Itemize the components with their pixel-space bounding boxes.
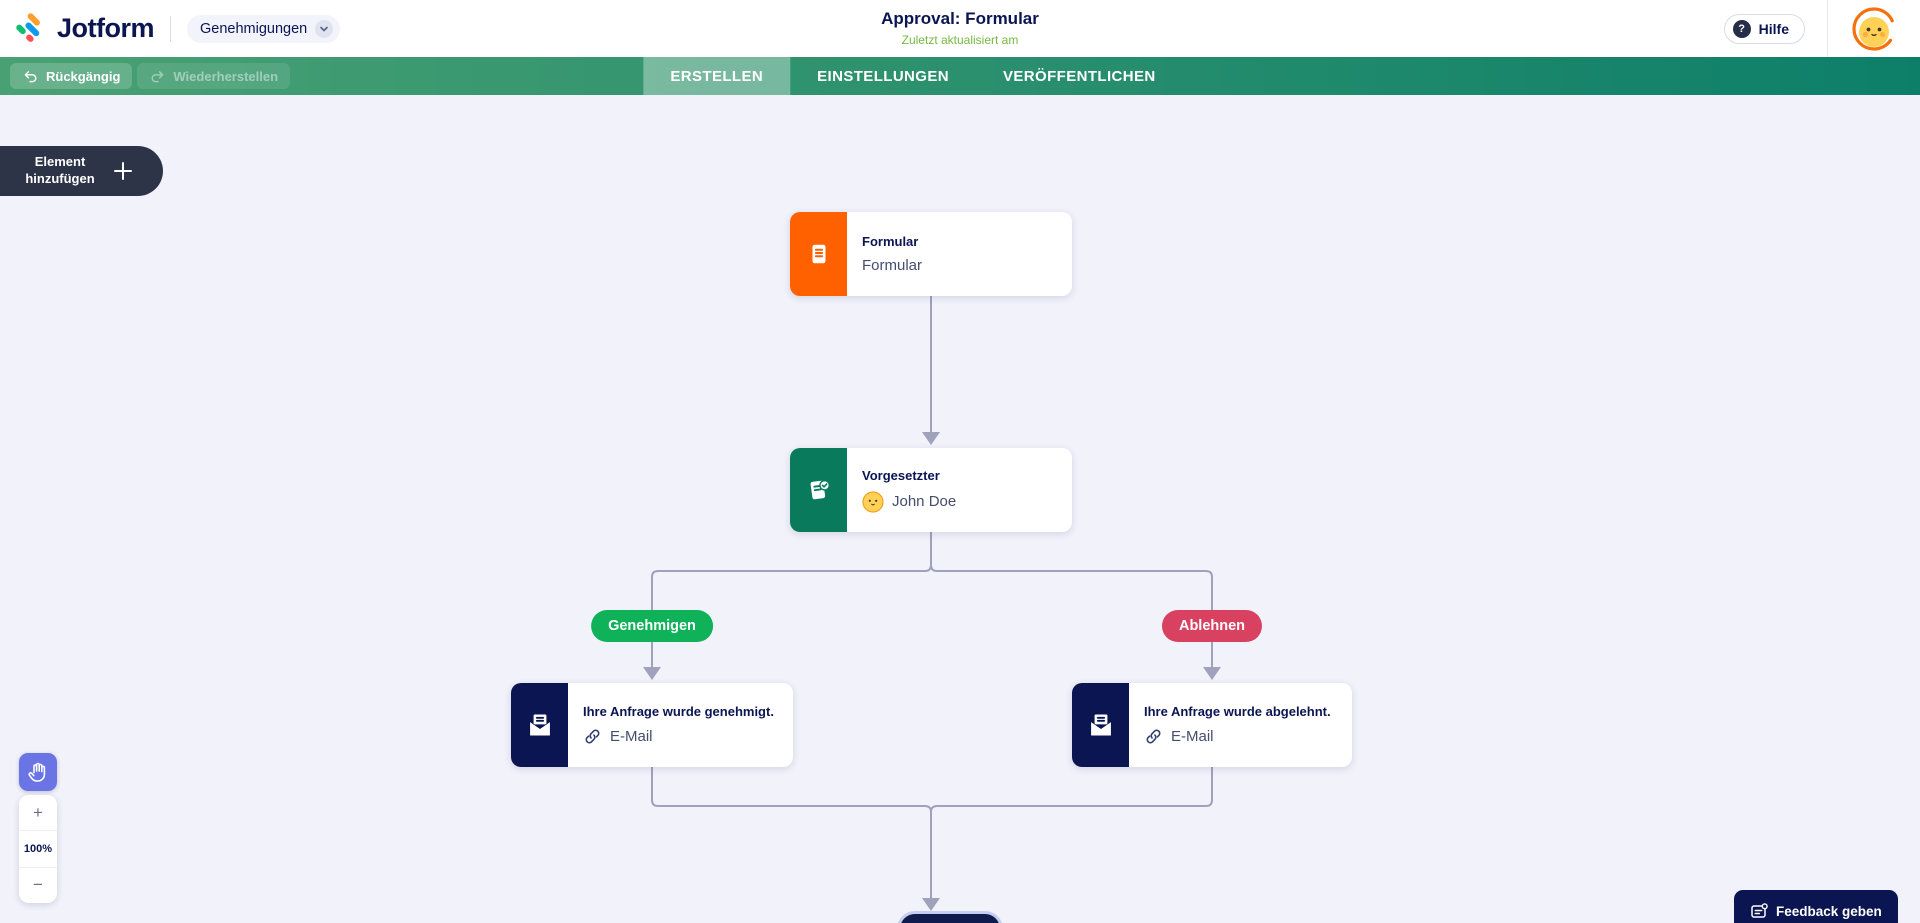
node-title: Ihre Anfrage wurde genehmigt. [583, 704, 774, 719]
form-document-icon [790, 212, 847, 296]
workspace-dropdown[interactable]: Genehmigungen [187, 14, 341, 43]
redo-button-label: Wiederherstellen [173, 68, 279, 84]
last-updated-text: Zuletzt aktualisiert am [901, 33, 1019, 47]
plus-icon [112, 160, 134, 182]
help-button[interactable]: ? Hilfe [1723, 13, 1805, 44]
node-title: Vorgesetzter [862, 467, 940, 483]
app-header: Jotform Genehmigungen Approval: Formular… [0, 0, 1920, 57]
undo-button-label: Rückgängig [46, 68, 121, 84]
node-title: Formular [862, 234, 919, 249]
zoom-in-button[interactable]: + [19, 795, 57, 831]
page-title: Approval: Formular [881, 9, 1039, 28]
builder-tabs: ERSTELLEN EINSTELLUNGEN VERÖFFENTLICHEN [643, 57, 1182, 95]
user-avatar-icon [1852, 6, 1896, 51]
branch-ablehnen[interactable]: Ablehnen [1161, 610, 1263, 642]
brand-wordmark: Jotform [57, 13, 155, 43]
chevron-down-icon [315, 19, 334, 38]
workflow-canvas[interactable]: Element hinzufügen Formular Formular [0, 95, 1920, 923]
end-node-body [900, 914, 1000, 923]
node-subtitle: E-Mail [610, 728, 653, 745]
envelope-icon [511, 683, 568, 767]
link-icon [1146, 729, 1161, 744]
header-right-divider [1827, 0, 1828, 57]
redo-button[interactable]: Wiederherstellen [137, 63, 291, 89]
add-element-button[interactable]: Element hinzufügen [0, 146, 163, 196]
undo-arrow-icon [24, 70, 37, 82]
question-mark-icon: ? [1732, 19, 1751, 38]
header-divider [170, 15, 171, 42]
feedback-form-icon [1751, 903, 1768, 918]
node-title: Ihre Anfrage wurde abgelehnt. [1144, 704, 1331, 719]
user-avatar[interactable] [1828, 6, 1920, 51]
tab-veroeffentlichen[interactable]: VERÖFFENTLICHEN [976, 57, 1183, 95]
flow-node-end-partial[interactable] [897, 911, 1003, 923]
flow-node-formular[interactable]: Formular Formular [790, 212, 1072, 296]
approver-avatar-icon [862, 490, 884, 513]
flow-node-email-abgelehnt[interactable]: Ihre Anfrage wurde abgelehnt. E-Mail [1072, 683, 1352, 767]
approval-document-icon [790, 448, 847, 532]
pan-tool-button[interactable] [19, 753, 57, 791]
link-icon [585, 729, 600, 744]
feedback-button-label: Feedback geben [1776, 903, 1882, 919]
envelope-icon [1072, 683, 1129, 767]
jotform-logo-icon [16, 12, 48, 45]
approver-name: John Doe [892, 493, 957, 510]
flow-node-vorgesetzter[interactable]: Vorgesetzter John Doe [790, 448, 1072, 532]
hand-pan-icon [28, 762, 46, 782]
add-element-label: Element hinzufügen [25, 154, 95, 186]
node-subtitle: E-Mail [1171, 728, 1214, 745]
feedback-button[interactable]: Feedback geben [1734, 890, 1898, 923]
node-subtitle: Formular [862, 257, 923, 274]
help-button-label: Hilfe [1758, 20, 1789, 37]
flow-node-email-genehmigt[interactable]: Ihre Anfrage wurde genehmigt. E-Mail [511, 683, 793, 767]
redo-arrow-icon [151, 70, 164, 82]
zoom-controls: + 100% − [19, 795, 57, 903]
jotform-logo[interactable]: Jotform [16, 12, 155, 45]
workspace-dropdown-label: Genehmigungen [200, 20, 308, 37]
undo-button[interactable]: Rückgängig [10, 63, 133, 89]
tab-erstellen[interactable]: ERSTELLEN [643, 57, 791, 95]
builder-toolbar: Rückgängig Wiederherstellen ERSTELLEN EI… [0, 57, 1920, 95]
zoom-level: 100% [19, 830, 57, 867]
tab-einstellungen[interactable]: EINSTELLUNGEN [790, 57, 976, 95]
zoom-out-button[interactable]: − [19, 866, 57, 903]
branch-genehmigen[interactable]: Genehmigen [591, 610, 713, 642]
